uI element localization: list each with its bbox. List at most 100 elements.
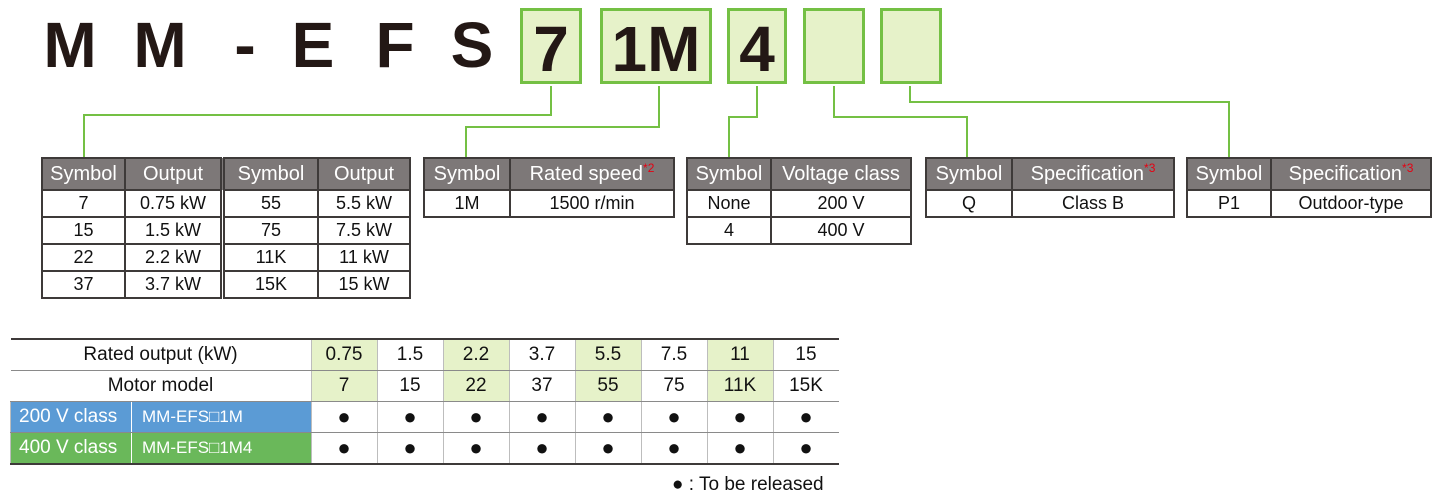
spec-p1-table: Symbol Specification*3 P1 Outdoor-type <box>1186 157 1432 218</box>
table-row: 1M 1500 r/min <box>423 189 675 218</box>
code-box-voltage: 4 <box>727 8 787 85</box>
speed-table: Symbol Rated speed*2 1M 1500 r/min <box>423 157 675 218</box>
release-mark: ● <box>706 432 773 465</box>
cell: 15 <box>41 216 126 245</box>
voltage-table: Symbol Voltage class None 200 V 4 400 V <box>686 157 912 245</box>
cell: None <box>686 189 772 218</box>
motor-model-row: Motor model 7 15 22 37 55 75 11K 15K <box>10 370 839 402</box>
release-mark: ● <box>310 432 377 465</box>
footnote-mark: *2 <box>643 160 655 175</box>
cell: 15 <box>376 370 443 402</box>
cell: 200 V <box>770 189 912 218</box>
header-symbol: Symbol <box>925 157 1013 191</box>
release-mark: ● <box>574 401 641 433</box>
cell: 5.5 kW <box>317 189 411 218</box>
cell: 15 <box>772 338 839 371</box>
code-box-spec-q <box>803 8 865 84</box>
release-mark: ● <box>772 401 839 433</box>
cell: 11K <box>706 370 773 402</box>
cell: 22 <box>442 370 509 402</box>
class-label: 200 V class <box>10 401 132 433</box>
connector-voltage <box>728 86 758 157</box>
code-char: E <box>291 9 335 81</box>
code-box-output: 7 <box>520 8 582 85</box>
cell: 2.2 <box>442 338 509 371</box>
class-200v-row: 200 V class MM-EFS□1M ● ● ● ● ● ● ● ● <box>10 401 839 433</box>
header-specification: Specification*3 <box>1270 157 1432 191</box>
connector-speed <box>465 86 660 157</box>
row-label: Rated output (kW) <box>10 338 311 371</box>
cell: Q <box>925 189 1013 218</box>
legend-mark: ● <box>672 474 684 495</box>
release-mark: ● <box>376 401 443 433</box>
header-label: Specification <box>1288 162 1403 185</box>
release-mark: ● <box>706 401 773 433</box>
table-row: Q Class B <box>925 189 1175 218</box>
cell: 2.2 kW <box>124 243 224 272</box>
header-label: Rated speed <box>529 162 644 185</box>
table-row: 15 1.5 kW 75 7.5 kW <box>41 216 411 245</box>
cell: 37 <box>508 370 575 402</box>
cell: 15 kW <box>317 270 411 299</box>
cell: Class B <box>1011 189 1175 218</box>
release-mark: ● <box>574 432 641 465</box>
header-specification: Specification*3 <box>1011 157 1175 191</box>
header-rated-speed: Rated speed*2 <box>509 157 675 191</box>
row-label: Motor model <box>10 370 311 402</box>
release-mark: ● <box>508 432 575 465</box>
table-row: 22 2.2 kW 11K 11 kW <box>41 243 411 272</box>
cell: Outdoor-type <box>1270 189 1432 218</box>
cell: 11 kW <box>317 243 411 272</box>
header-symbol: Symbol <box>423 157 511 191</box>
connector-output <box>83 86 552 157</box>
cell: 7 <box>41 189 126 218</box>
cell: P1 <box>1186 189 1272 218</box>
cell: 1.5 kW <box>124 216 224 245</box>
header-symbol: Symbol <box>220 157 319 191</box>
code-char: - <box>234 9 256 81</box>
cell: 15K <box>772 370 839 402</box>
table-row: P1 Outdoor-type <box>1186 189 1432 218</box>
release-mark: ● <box>376 432 443 465</box>
header-symbol: Symbol <box>1186 157 1272 191</box>
code-char: M <box>133 9 187 81</box>
cell: 55 <box>220 189 319 218</box>
availability-table: Rated output (kW) 0.75 1.5 2.2 3.7 5.5 7… <box>10 338 839 465</box>
cell: 7.5 <box>640 338 707 371</box>
release-mark: ● <box>442 401 509 433</box>
code-box-speed: 1M <box>600 8 712 85</box>
header-symbol: Symbol <box>41 157 126 191</box>
cell: 11K <box>220 243 319 272</box>
cell: 37 <box>41 270 126 299</box>
header-label: Specification <box>1030 162 1145 185</box>
cell: 1500 r/min <box>509 189 675 218</box>
footnote-mark: *3 <box>1144 160 1156 175</box>
cell: 11 <box>706 338 773 371</box>
cell: 3.7 <box>508 338 575 371</box>
cell: 75 <box>640 370 707 402</box>
connector-lines <box>83 86 1230 157</box>
cell: 15K <box>220 270 319 299</box>
code-char: F <box>375 9 415 81</box>
release-mark: ● <box>772 432 839 465</box>
release-mark: ● <box>310 401 377 433</box>
release-mark: ● <box>640 432 707 465</box>
table-row: 7 0.75 kW 55 5.5 kW <box>41 189 411 218</box>
header-output: Output <box>124 157 224 191</box>
footnote-mark: *3 <box>1402 160 1414 175</box>
cell: 1M <box>423 189 511 218</box>
class-400v-row: 400 V class MM-EFS□1M4 ● ● ● ● ● ● ● ● <box>10 432 839 465</box>
code-box-spec-p1 <box>880 8 942 84</box>
table-row: None 200 V <box>686 189 912 218</box>
header-symbol: Symbol <box>686 157 772 191</box>
table-row: 37 3.7 kW 15K 15 kW <box>41 270 411 299</box>
cell: 7.5 kW <box>317 216 411 245</box>
cell: 400 V <box>770 216 912 245</box>
release-mark: ● <box>442 432 509 465</box>
cell: 1.5 <box>376 338 443 371</box>
cell: 5.5 <box>574 338 641 371</box>
release-mark: ● <box>508 401 575 433</box>
class-label: 400 V class <box>10 432 132 465</box>
cell: 3.7 kW <box>124 270 224 299</box>
connector-spec-q <box>833 86 968 157</box>
